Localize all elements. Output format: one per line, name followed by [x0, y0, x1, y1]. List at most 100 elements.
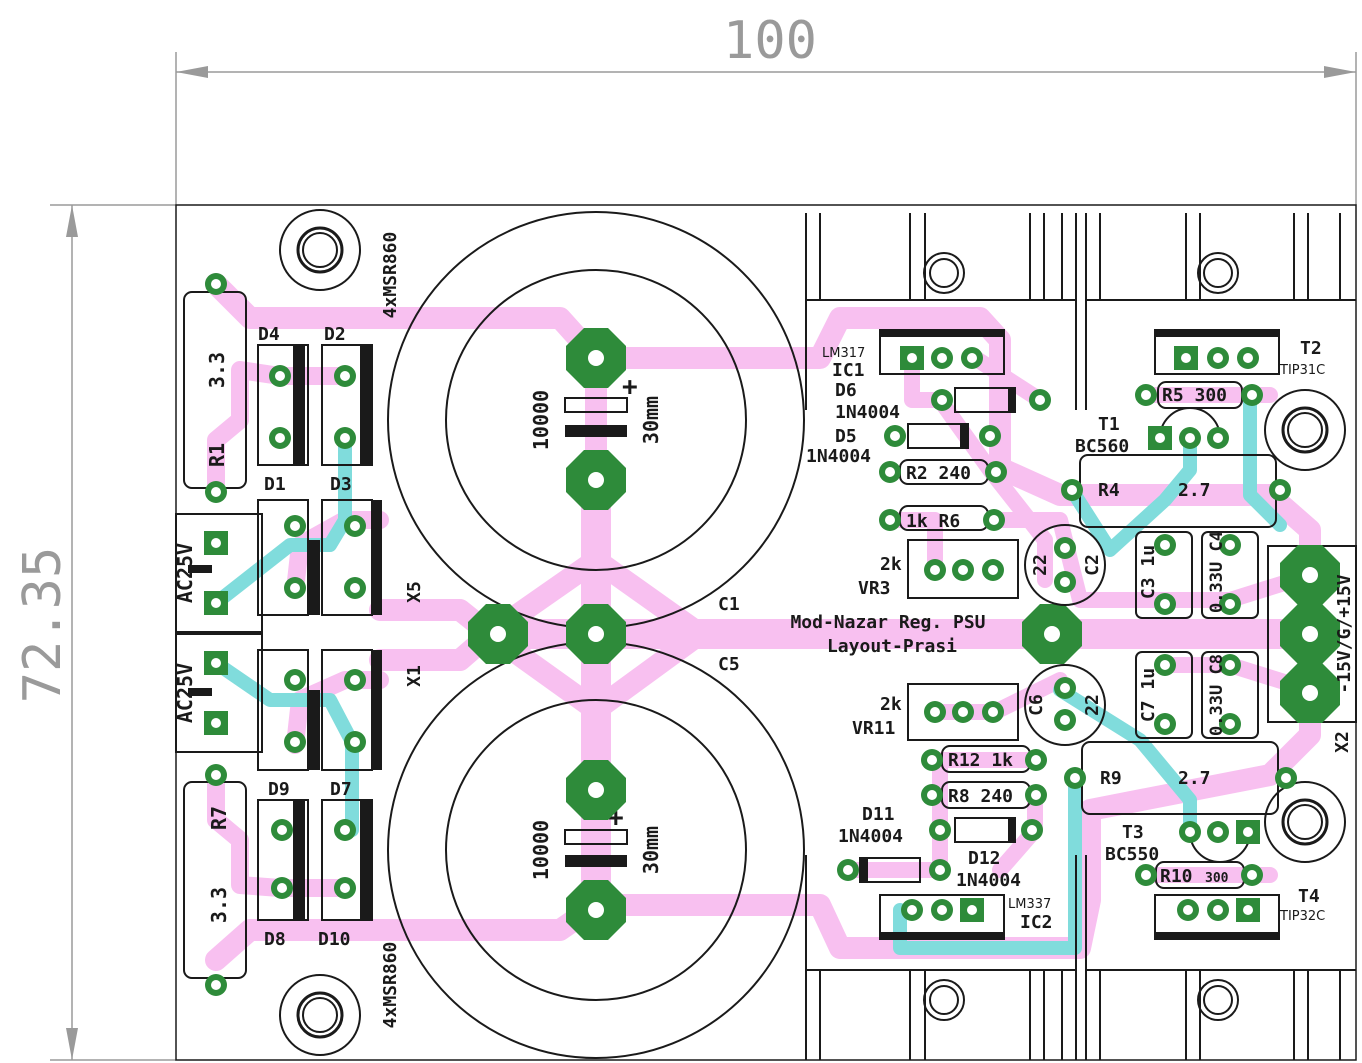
resistor-r5: R5 300 — [1135, 381, 1263, 409]
d10-label: D10 — [318, 929, 351, 950]
connector-x2: -15V/G/+15V X2 — [1267, 545, 1357, 753]
t3-type: BC550 — [1105, 844, 1159, 865]
capacitor-c6: C6 22 — [1024, 664, 1106, 746]
c8-label: 0.33U C8 — [1207, 654, 1227, 736]
t2-type: TIP31C — [1279, 363, 1325, 378]
board-subtitle: Layout-Prasi — [827, 636, 957, 657]
trimmer-vr11: 2k VR11 — [852, 683, 1019, 741]
c5-label: C5 — [718, 654, 740, 675]
dimension-width-label: 100 — [723, 11, 817, 71]
output-label: -15V/G/+15V — [1334, 574, 1355, 693]
r7-value: 3.3 — [207, 887, 231, 923]
ic1-lm317: LM317 IC1 — [822, 329, 1005, 381]
r12-label: R12 1k — [948, 750, 1013, 771]
d5-type: 1N4004 — [806, 446, 871, 467]
c2-label: C2 — [1082, 554, 1103, 576]
capacitor-c7: C7 1u — [1135, 651, 1193, 739]
r5-label: R5 300 — [1162, 385, 1227, 406]
r1-value: 3.3 — [205, 352, 229, 388]
cap-top-size: 30mm — [639, 396, 663, 444]
bridge-diodes-bottom: D9 D7 D8 D10 4xMSR860 — [257, 649, 401, 1029]
bridge-bottom-label: 4xMSR860 — [380, 942, 401, 1029]
resistor-r10: R10 300 — [1135, 861, 1263, 889]
resistor-r6: 1k R6 — [879, 505, 1005, 532]
r8-label: R8 240 — [948, 786, 1013, 807]
r2-label: R2 240 — [906, 463, 971, 484]
board-title: Mod-Nazar Reg. PSU — [790, 612, 985, 633]
vr11-value: 2k — [880, 694, 902, 715]
t2-label: T2 — [1300, 338, 1322, 359]
c2-value: 22 — [1030, 554, 1051, 576]
t4-type: TIP32C — [1279, 909, 1325, 924]
ic1-label: IC1 — [832, 360, 865, 381]
d7-label: D7 — [330, 779, 352, 800]
x2-label: X2 — [1332, 731, 1353, 753]
d11-type: 1N4004 — [838, 826, 903, 847]
bridge-diodes-top: D4 D2 D1 D3 4xMSR860 — [257, 232, 401, 616]
ic2-lm337: LM337 IC2 — [879, 894, 1053, 940]
d8-label: D8 — [264, 929, 286, 950]
r9-label: R9 — [1100, 768, 1122, 789]
resistor-r12: R12 1k — [921, 745, 1047, 773]
dimension-width: 100 — [175, 11, 1357, 205]
r6-label: 1k R6 — [906, 511, 960, 532]
resistor-r1: 3.3 R1 — [183, 273, 247, 503]
cap-bottom-value: 10000 — [529, 820, 553, 880]
capacitor-c3: C3 1u — [1135, 531, 1193, 619]
transistor-t2: T2 TIP31C — [1154, 329, 1325, 378]
vr3-value: 2k — [880, 554, 902, 575]
ic2-type: LM337 — [1008, 897, 1051, 912]
t1-type: BC560 — [1075, 436, 1129, 457]
c3-label: C3 1u — [1138, 545, 1159, 599]
cap-bottom-size: 30mm — [639, 826, 663, 874]
t4-label: T4 — [1298, 886, 1320, 907]
capacitor-c8: 0.33U C8 — [1201, 651, 1259, 739]
r10-label: R10 — [1160, 866, 1193, 887]
r10-value: 300 — [1205, 871, 1229, 886]
resistor-r8: R8 240 — [921, 781, 1047, 809]
bridge-top-label: 4xMSR860 — [380, 232, 401, 319]
d4-label: D4 — [258, 324, 280, 345]
d12-label: D12 — [968, 848, 1001, 869]
transistor-t1: T1 BC560 — [1075, 407, 1229, 457]
connector-ac-top: AC25V — [173, 513, 263, 633]
resistor-r9: R9 2.7 — [1064, 741, 1297, 815]
r4-label: R4 — [1098, 480, 1120, 501]
connector-ac-bottom: AC25V — [173, 633, 263, 753]
c6-label: C6 — [1026, 694, 1047, 716]
diode-d6: D6 1N4004 — [835, 380, 1051, 423]
d3-label: D3 — [330, 474, 352, 495]
resistor-r2: R2 240 — [879, 459, 1007, 485]
c6-value: 22 — [1082, 694, 1103, 716]
diode-d5: D5 1N4004 — [806, 423, 1001, 467]
dimension-height-label: 72.35 — [13, 547, 73, 704]
ac-bottom-label: AC25V — [173, 663, 197, 723]
r9-value: 2.7 — [1178, 768, 1211, 789]
d9-label: D9 — [268, 779, 290, 800]
d1-label: D1 — [264, 474, 286, 495]
d11-label: D11 — [862, 804, 895, 825]
t3-label: T3 — [1122, 822, 1144, 843]
diode-d12: D12 1N4004 — [929, 817, 1043, 891]
diode-d11: D11 1N4004 — [837, 804, 951, 883]
heatsink-top — [805, 213, 1356, 410]
r4-value: 2.7 — [1178, 480, 1211, 501]
ic1-type: LM317 — [822, 346, 865, 361]
heatsink-bottom — [805, 855, 1356, 1060]
vr3-label: VR3 — [858, 578, 891, 599]
svg-text:+: + — [622, 372, 638, 402]
ic2-label: IC2 — [1020, 912, 1053, 933]
trimmer-vr3: 2k VR3 — [858, 539, 1019, 599]
cap-top-value: 10000 — [529, 390, 553, 450]
r1-label: R1 — [205, 443, 229, 467]
d12-type: 1N4004 — [956, 870, 1021, 891]
ac-top-label: AC25V — [173, 543, 197, 603]
d2-label: D2 — [324, 324, 346, 345]
t1-label: T1 — [1098, 414, 1120, 435]
resistor-r7: R7 3.3 — [183, 764, 247, 996]
dimension-height: 72.35 — [13, 204, 176, 1061]
c4-label: 0.33U C4 — [1207, 531, 1227, 613]
vr11-label: VR11 — [852, 718, 895, 739]
capacitor-c4: 0.33U C4 — [1201, 531, 1259, 619]
